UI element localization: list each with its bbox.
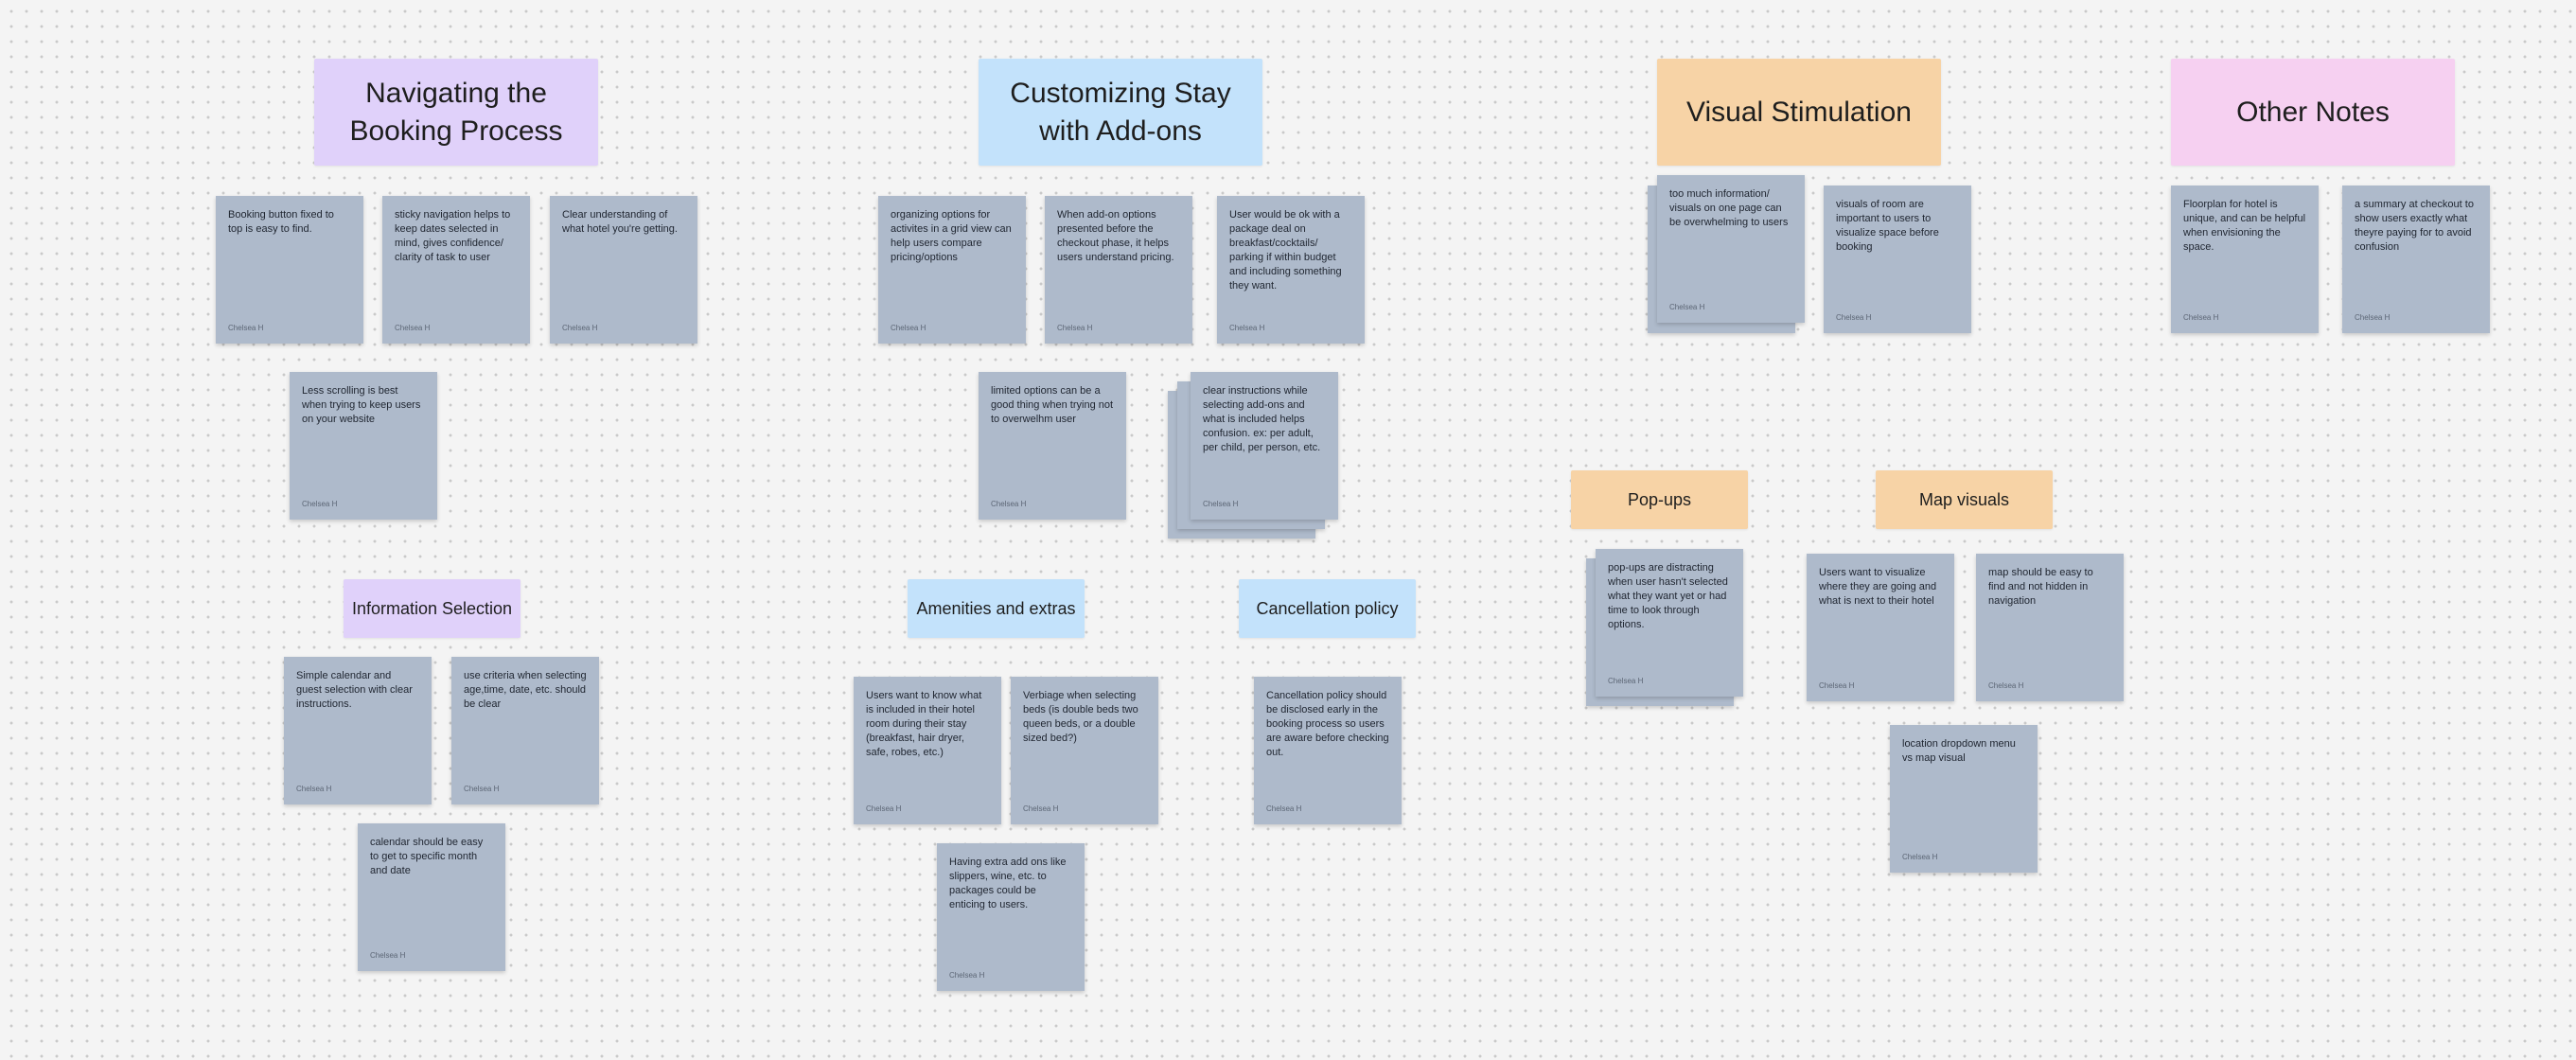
- sticky-note[interactable]: User would be ok with a package deal on …: [1217, 196, 1365, 344]
- note-author: Chelsea H: [1819, 681, 1855, 690]
- note-author: Chelsea H: [2183, 313, 2219, 322]
- sticky-note[interactable]: a summary at checkout to show users exac…: [2342, 186, 2490, 333]
- note-text: use criteria when selecting age,time, da…: [464, 670, 587, 710]
- note-text: visuals of room are important to users t…: [1836, 199, 1939, 253]
- note-text: clear instructions while selecting add-o…: [1203, 385, 1321, 453]
- note-text: Users want to visualize where they are g…: [1819, 567, 1937, 607]
- sticky-note[interactable]: Simple calendar and guest selection with…: [284, 657, 432, 804]
- note-author: Chelsea H: [1229, 324, 1265, 332]
- note-author: Chelsea H: [1902, 853, 1938, 861]
- note-text: Verbiage when selecting beds (is double …: [1023, 690, 1138, 744]
- note-author: Chelsea H: [891, 324, 926, 332]
- sticky-note[interactable]: Users want to know what is included in t…: [854, 677, 1001, 824]
- note-author: Chelsea H: [1266, 804, 1302, 813]
- note-author: Chelsea H: [1608, 677, 1644, 685]
- sticky-note[interactable]: Verbiage when selecting beds (is double …: [1011, 677, 1158, 824]
- note-author: Chelsea H: [228, 324, 264, 332]
- note-text: User would be ok with a package deal on …: [1229, 209, 1342, 292]
- note-author: Chelsea H: [464, 785, 500, 793]
- note-author: Chelsea H: [949, 971, 985, 980]
- note-author: Chelsea H: [1669, 303, 1705, 311]
- note-author: Chelsea H: [370, 951, 406, 960]
- note-text: too much information/ visuals on one pag…: [1669, 188, 1789, 228]
- header-customizing-addons[interactable]: Customizing Stay with Add-ons: [979, 59, 1262, 166]
- sticky-note[interactable]: sticky navigation helps to keep dates se…: [382, 196, 530, 344]
- note-text: Simple calendar and guest selection with…: [296, 670, 413, 710]
- note-author: Chelsea H: [562, 324, 598, 332]
- note-text: a summary at checkout to show users exac…: [2355, 199, 2474, 253]
- sticky-note[interactable]: Booking button fixed to top is easy to f…: [216, 196, 363, 344]
- sticky-note[interactable]: visuals of room are important to users t…: [1824, 186, 1971, 333]
- note-text: Booking button fixed to top is easy to f…: [228, 209, 334, 235]
- note-author: Chelsea H: [302, 500, 338, 508]
- note-text: calendar should be easy to get to specif…: [370, 837, 484, 876]
- note-author: Chelsea H: [395, 324, 431, 332]
- note-text: pop-ups are distracting when user hasn't…: [1608, 562, 1728, 630]
- note-author: Chelsea H: [1836, 313, 1872, 322]
- note-author: Chelsea H: [866, 804, 902, 813]
- header-cancellation-policy[interactable]: Cancellation policy: [1239, 579, 1416, 638]
- sticky-note[interactable]: calendar should be easy to get to specif…: [358, 823, 505, 971]
- sticky-note[interactable]: use criteria when selecting age,time, da…: [451, 657, 599, 804]
- header-pop-ups[interactable]: Pop-ups: [1571, 470, 1748, 529]
- sticky-note[interactable]: location dropdown menu vs map visual Che…: [1890, 725, 2038, 873]
- note-text: Cancellation policy should be disclosed …: [1266, 690, 1389, 758]
- sticky-note[interactable]: Having extra add ons like slippers, wine…: [937, 843, 1085, 991]
- sticky-note[interactable]: Clear understanding of what hotel you're…: [550, 196, 697, 344]
- note-text: sticky navigation helps to keep dates se…: [395, 209, 511, 263]
- sticky-note[interactable]: When add-on options presented before the…: [1045, 196, 1192, 344]
- note-text: map should be easy to find and not hidde…: [1988, 567, 2093, 607]
- note-text: Users want to know what is included in t…: [866, 690, 982, 758]
- header-visual-stimulation[interactable]: Visual Stimulation: [1657, 59, 1941, 166]
- sticky-note[interactable]: Users want to visualize where they are g…: [1807, 554, 1954, 701]
- sticky-note[interactable]: Floorplan for hotel is unique, and can b…: [2171, 186, 2319, 333]
- note-text: Having extra add ons like slippers, wine…: [949, 857, 1067, 910]
- note-author: Chelsea H: [1057, 324, 1093, 332]
- note-author: Chelsea H: [2355, 313, 2391, 322]
- sticky-note[interactable]: too much information/ visuals on one pag…: [1657, 175, 1805, 323]
- sticky-note[interactable]: organizing options for activites in a gr…: [878, 196, 1026, 344]
- note-text: Less scrolling is best when trying to ke…: [302, 385, 421, 425]
- header-other-notes[interactable]: Other Notes: [2171, 59, 2455, 166]
- header-map-visuals[interactable]: Map visuals: [1876, 470, 2053, 529]
- note-author: Chelsea H: [991, 500, 1027, 508]
- note-author: Chelsea H: [1988, 681, 2024, 690]
- note-text: limited options can be a good thing when…: [991, 385, 1114, 425]
- sticky-note[interactable]: map should be easy to find and not hidde…: [1976, 554, 2124, 701]
- note-text: location dropdown menu vs map visual: [1902, 738, 2016, 764]
- note-text: organizing options for activites in a gr…: [891, 209, 1012, 263]
- note-text: Clear understanding of what hotel you're…: [562, 209, 678, 235]
- sticky-note[interactable]: limited options can be a good thing when…: [979, 372, 1126, 520]
- sticky-note[interactable]: Less scrolling is best when trying to ke…: [290, 372, 437, 520]
- header-information-selection[interactable]: Information Selection: [344, 579, 520, 638]
- note-author: Chelsea H: [296, 785, 332, 793]
- sticky-note[interactable]: clear instructions while selecting add-o…: [1191, 372, 1338, 520]
- note-text: When add-on options presented before the…: [1057, 209, 1174, 263]
- note-text: Floorplan for hotel is unique, and can b…: [2183, 199, 2306, 253]
- sticky-note[interactable]: Cancellation policy should be disclosed …: [1254, 677, 1402, 824]
- sticky-note[interactable]: pop-ups are distracting when user hasn't…: [1596, 549, 1743, 697]
- header-navigating-booking[interactable]: Navigating the Booking Process: [314, 59, 598, 166]
- note-author: Chelsea H: [1023, 804, 1059, 813]
- note-author: Chelsea H: [1203, 500, 1239, 508]
- header-amenities-extras[interactable]: Amenities and extras: [908, 579, 1085, 638]
